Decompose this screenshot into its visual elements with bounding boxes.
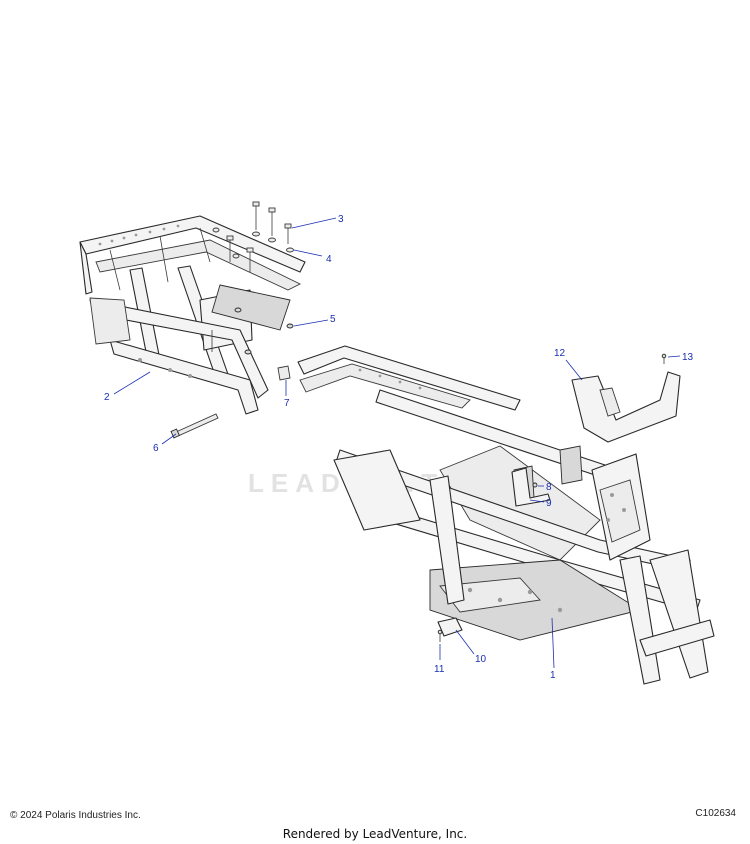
copyright-text: © 2024 Polaris Industries Inc. <box>10 810 141 821</box>
rear-subframe-part-2[interactable] <box>79 215 306 415</box>
rendered-by-text: Rendered by LeadVenture, Inc. <box>282 827 468 841</box>
callout-9[interactable]: 9 <box>546 498 552 509</box>
callout-4[interactable]: 4 <box>326 254 332 265</box>
diagram-code: C102634 <box>695 808 736 819</box>
nut-part-5[interactable] <box>234 307 294 355</box>
callout-3[interactable]: 3 <box>338 214 344 225</box>
bolt-part-3[interactable] <box>211 201 292 352</box>
guard-part-12[interactable] <box>571 371 681 443</box>
callout-13[interactable]: 13 <box>682 352 694 363</box>
callout-1[interactable]: 1 <box>550 670 556 681</box>
callout-11[interactable]: 11 <box>434 664 445 675</box>
callout-7[interactable]: 7 <box>284 398 290 409</box>
screw-part-13[interactable] <box>661 353 667 364</box>
callout-12[interactable]: 12 <box>554 348 566 359</box>
main-frame-part-1[interactable] <box>297 345 715 685</box>
washer-part-4[interactable] <box>212 227 294 259</box>
callout-8[interactable]: 8 <box>546 482 552 493</box>
screw-part-8[interactable] <box>532 482 538 488</box>
bracket-part-9[interactable] <box>511 467 551 507</box>
leader-lines <box>113 217 681 669</box>
callout-5[interactable]: 5 <box>330 314 336 325</box>
callout-6[interactable]: 6 <box>153 443 159 454</box>
bolt-part-6[interactable] <box>170 413 219 439</box>
nut-part-7[interactable] <box>277 365 291 381</box>
screw-part-11[interactable] <box>437 629 443 642</box>
callout-2[interactable]: 2 <box>104 392 110 403</box>
callout-10[interactable]: 10 <box>475 654 487 665</box>
